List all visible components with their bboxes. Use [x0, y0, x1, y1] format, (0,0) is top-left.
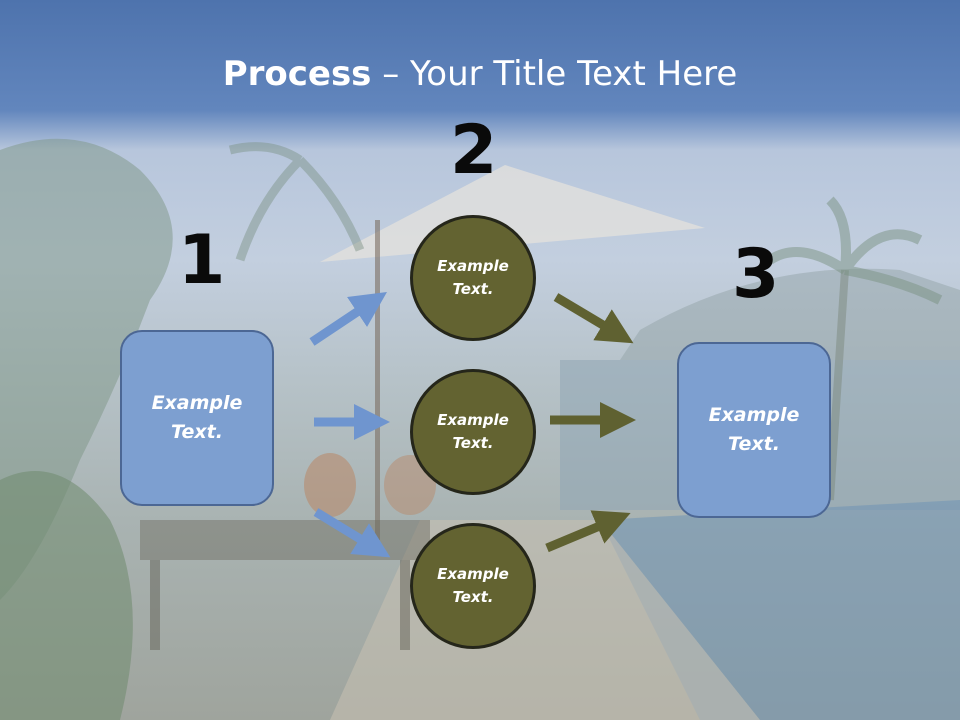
step-number-1: 1: [178, 221, 226, 300]
blue-arrow-up: [309, 292, 387, 346]
left-step-box[interactable]: Example Text.: [120, 330, 274, 506]
title-bold: Process: [222, 54, 372, 94]
step-number-2: 2: [450, 111, 498, 190]
right-step-text: Example Text.: [708, 404, 800, 455]
blue-arrow-down: [313, 508, 391, 558]
circle-bottom-text: Example Text.: [437, 565, 509, 606]
olive-arrow-up: [545, 510, 631, 553]
title-rest: – Your Title Text Here: [371, 54, 738, 94]
left-step-text: Example Text.: [151, 392, 243, 443]
circle-middle[interactable]: Example Text.: [410, 369, 536, 495]
circle-bottom[interactable]: Example Text.: [410, 523, 536, 649]
circle-middle-text: Example Text.: [437, 411, 509, 452]
olive-arrow-down: [553, 293, 634, 344]
slide-title: Process – Your Title Text Here: [0, 52, 960, 96]
circle-top[interactable]: Example Text.: [410, 215, 536, 341]
step-number-3: 3: [732, 235, 780, 314]
circle-top-text: Example Text.: [437, 257, 509, 298]
right-step-box[interactable]: Example Text.: [677, 342, 831, 518]
